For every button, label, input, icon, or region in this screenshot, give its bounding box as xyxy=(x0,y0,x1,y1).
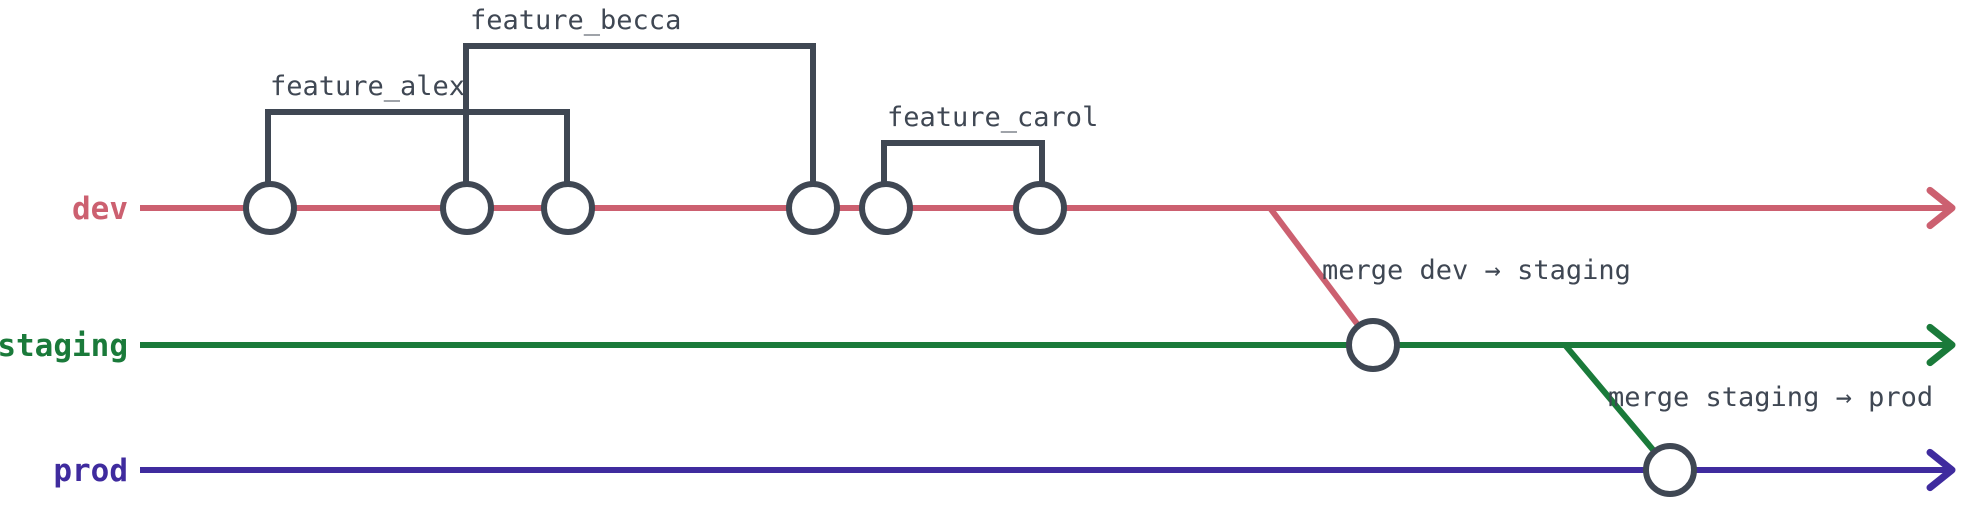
branch-label-prod: prod xyxy=(53,453,128,489)
feature-labels-group: feature_alex feature_becca feature_carol xyxy=(270,5,1098,133)
merge-staging-prod-label: merge staging → prod xyxy=(1608,382,1933,413)
merge-lines-group xyxy=(1267,206,1673,472)
branch-lines-group xyxy=(140,186,1956,492)
arrowhead-prod xyxy=(1926,448,1956,492)
feature-brackets-group xyxy=(265,43,1045,185)
commit-node-dev-4[interactable] xyxy=(786,181,840,235)
bracket-feature_carol xyxy=(881,140,1045,185)
feature-label-feature_carol: feature_carol xyxy=(887,102,1098,133)
merge-dev-staging-line xyxy=(1267,206,1376,347)
feature-label-feature_becca: feature_becca xyxy=(470,5,681,36)
bracket-feature_becca xyxy=(463,43,816,185)
commit-node-dev-6[interactable] xyxy=(1013,181,1067,235)
arrowhead-staging xyxy=(1926,323,1956,367)
merge-dev-staging-label: merge dev → staging xyxy=(1322,255,1631,286)
commit-node-prod-1[interactable] xyxy=(1643,443,1697,497)
commit-node-staging-1[interactable] xyxy=(1346,318,1400,372)
merge-staging-prod-line xyxy=(1562,343,1673,472)
commit-node-dev-3[interactable] xyxy=(541,181,595,235)
commit-node-dev-2[interactable] xyxy=(440,181,494,235)
commit-node-dev-5[interactable] xyxy=(859,181,913,235)
commit-nodes-group xyxy=(243,181,1697,497)
branch-label-dev: dev xyxy=(72,191,128,227)
bracket-feature_alex xyxy=(265,109,570,185)
branch-label-staging: staging xyxy=(0,328,128,364)
feature-label-feature_alex: feature_alex xyxy=(270,71,465,102)
branch-labels-group: dev staging prod xyxy=(0,191,128,489)
arrowhead-dev xyxy=(1926,186,1956,230)
merge-labels-group: merge dev → staging merge staging → prod xyxy=(1322,255,1933,413)
commit-node-dev-1[interactable] xyxy=(243,181,297,235)
